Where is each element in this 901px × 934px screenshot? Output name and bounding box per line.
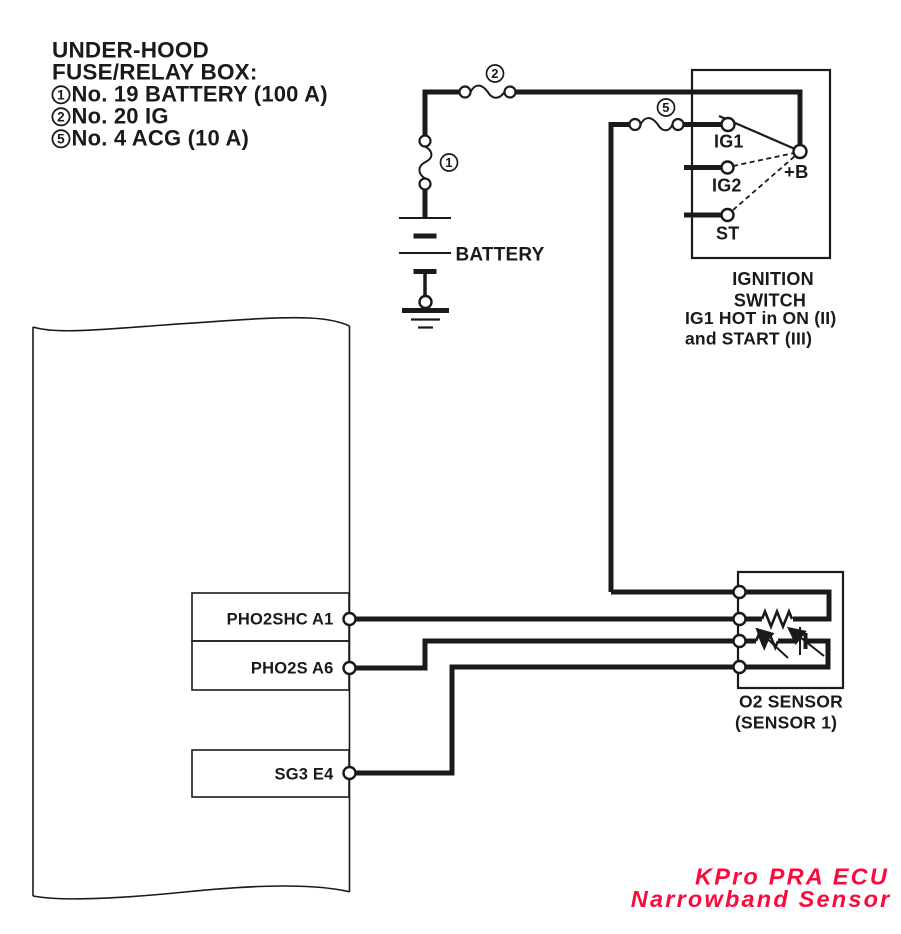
ground-connector-node	[418, 294, 433, 310]
header-fuse5-label: No. 4 ACG (10 A)	[72, 126, 250, 151]
wire-battery-to-fuse2	[422, 89, 460, 138]
callout-num-fuse5: 5	[662, 100, 669, 115]
pin-terminal-pho2shc-a1	[342, 611, 357, 627]
fuse-1-node-bottom	[418, 177, 432, 191]
pin-terminal-pho2s-a6	[342, 660, 357, 676]
fuse-1-symbol	[418, 134, 433, 191]
watermark-line1: KPro PRA ECU	[695, 864, 889, 890]
terminal-label-ig2: IG2	[712, 176, 742, 196]
ignition-switch-box	[690, 68, 832, 260]
heater-power-loop	[745, 589, 832, 622]
wire-fuse2-to-plusb	[515, 89, 803, 145]
ecu-pin-terminals	[342, 611, 357, 781]
header-fuse1-circle	[51, 85, 71, 105]
o2-sensor-label-line1: O2 SENSOR	[739, 692, 843, 712]
ecu-bottom-torn-edge	[32, 885, 350, 900]
header-fuse1-label: No. 19 BATTERY (100 A)	[72, 82, 328, 107]
fuse-1-wave	[418, 145, 433, 180]
header-fuse5-num: 5	[57, 132, 65, 147]
o2-terminal-ground	[732, 659, 747, 675]
pin-label-sg3-e4: SG3 E4	[275, 766, 335, 784]
header-title-line2: FUSE/RELAY BOX:	[52, 60, 258, 85]
sensor-return-loop	[745, 638, 831, 670]
ignition-note-line1: IG1 HOT in ON (II)	[685, 308, 836, 328]
heater-resistor-zigzag	[760, 607, 794, 631]
fuse-2-node-right	[503, 85, 517, 99]
pin-terminal-sg3-e4	[342, 765, 357, 781]
header-fuse2-label: No. 20 IG	[72, 104, 169, 129]
ignition-switch-label-line2: SWITCH	[734, 291, 806, 311]
pin-label-pho2s-a6: PHO2S A6	[251, 660, 334, 678]
ignition-switch	[690, 68, 832, 260]
battery-symbol	[399, 217, 451, 329]
o2-terminal-heater-control	[732, 611, 747, 627]
pin-label-pho2shc-a1: PHO2SHC A1	[227, 611, 334, 629]
header-fuse2-num: 2	[57, 110, 65, 125]
terminal-label-ig1: IG1	[714, 132, 744, 152]
wire-sg3-e4-to-o2	[349, 664, 733, 776]
st-dashed-line	[732, 155, 796, 211]
o2-terminal-signal	[732, 633, 747, 649]
terminal-label-plus-b: +B	[784, 161, 809, 182]
header-block: UNDER-HOOD FUSE/RELAY BOX: 1 No. 19 BATT…	[51, 38, 328, 151]
fuse-5-node-left	[628, 117, 642, 132]
o2-sensor	[732, 570, 845, 690]
wires	[349, 89, 803, 776]
watermark-line2: Narrowband Sensor	[631, 886, 892, 912]
wire-pho2s-a6-to-o2	[349, 638, 733, 671]
fuse-1-node-top	[418, 134, 432, 148]
header-fuse2-circle	[51, 107, 71, 127]
header-fuse1-num: 1	[57, 88, 65, 103]
terminal-ig1	[720, 116, 736, 133]
ecu-top-torn-edge	[32, 316, 350, 332]
fuse-callouts: 2 5 1	[439, 64, 676, 172]
terminal-st	[720, 207, 735, 223]
fuse-5-node-right	[671, 117, 685, 132]
variable-arrow-resistor	[755, 627, 789, 659]
callout-num-fuse1: 1	[445, 155, 452, 170]
ig2-dashed-line	[732, 152, 795, 167]
terminal-ig2	[720, 160, 735, 175]
wire-riser-to-fuse5	[608, 122, 630, 592]
terminal-plus-b	[792, 143, 808, 160]
o2-terminal-heater-power	[732, 584, 747, 600]
terminal-label-st: ST	[716, 224, 739, 244]
o2-sensor-box	[736, 570, 845, 690]
callout-circle-fuse2	[485, 64, 505, 83]
fuse-5-symbol	[628, 117, 685, 132]
fuse-2-symbol	[458, 84, 517, 99]
variable-arrow-cell	[787, 626, 825, 657]
ignition-switch-label-line1: IGNITION	[732, 269, 814, 289]
header-title-line1: UNDER-HOOD	[52, 38, 209, 63]
header-fuse5-circle	[51, 129, 71, 149]
callout-num-fuse2: 2	[491, 66, 498, 81]
o2-sensor-label-line2: (SENSOR 1)	[735, 713, 837, 733]
ignition-note-line2: and START (III)	[685, 329, 812, 349]
callout-circle-fuse1	[439, 153, 459, 172]
battery-label: BATTERY	[456, 245, 545, 266]
fuse-5-wave	[639, 117, 674, 132]
callout-circle-fuse5	[656, 98, 676, 117]
fuse-2-node-left	[458, 85, 472, 99]
fuse-2-wave	[469, 84, 506, 99]
